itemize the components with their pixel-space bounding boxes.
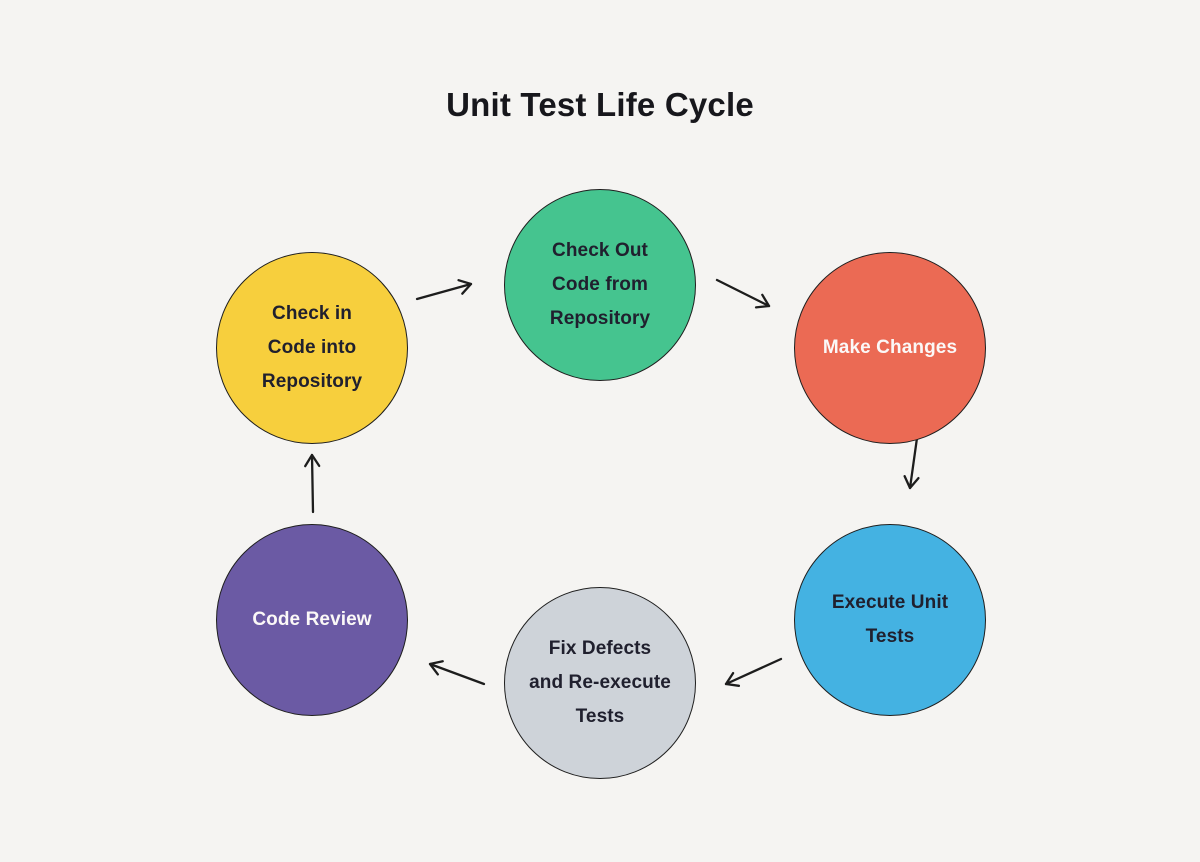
node-label: Check Out Code from Repository bbox=[549, 240, 651, 329]
node-label: Make Changes bbox=[822, 337, 958, 358]
arrow-codereview-to-checkin bbox=[304, 453, 321, 514]
node-check-in-code-into-repository: Check in Code into Repository bbox=[216, 252, 408, 444]
arrow-makechanges-to-execute bbox=[903, 436, 920, 490]
node-fix-defects-and-reexecute-tests: Fix Defects and Re-execute Tests bbox=[504, 587, 696, 779]
node-make-changes: Make Changes bbox=[794, 252, 986, 444]
node-check-out-code-from-repository: Check Out Code from Repository bbox=[504, 189, 696, 381]
node-code-review: Code Review bbox=[216, 524, 408, 716]
arrow-checkin-to-checkout bbox=[415, 279, 473, 301]
node-label: Fix Defects and Re-execute Tests bbox=[529, 638, 671, 727]
node-label: Execute Unit Tests bbox=[831, 592, 949, 647]
node-execute-unit-tests: Execute Unit Tests bbox=[794, 524, 986, 716]
arrow-checkout-to-makechanges bbox=[715, 278, 771, 309]
arrow-execute-to-fixdefects bbox=[724, 657, 783, 687]
node-label: Check in Code into Repository bbox=[261, 303, 363, 392]
node-label: Code Review bbox=[252, 609, 372, 630]
page-title: Unit Test Life Cycle bbox=[446, 86, 754, 123]
arrow-fixdefects-to-codereview bbox=[428, 660, 486, 686]
